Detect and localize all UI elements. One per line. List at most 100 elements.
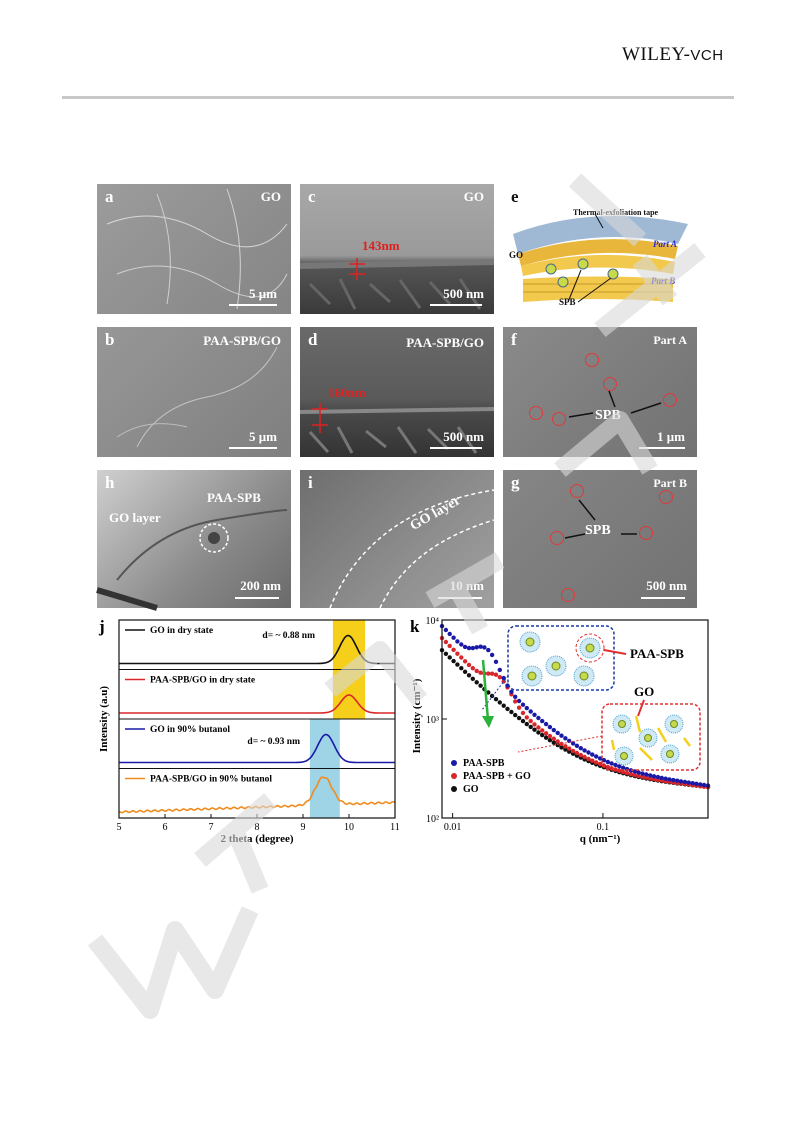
data-point [609, 761, 614, 766]
data-point [570, 741, 576, 746]
data-point [543, 731, 549, 736]
lattice-texture [329, 489, 495, 609]
x-axis-label: q (nm⁻¹) [580, 833, 621, 845]
paa-spb-label: PAA-SPB [207, 490, 261, 505]
legend-swatch [451, 760, 457, 766]
panel-g-sem: g Part B SPB 500 nm [503, 470, 697, 608]
data-point [582, 748, 587, 753]
data-point [470, 676, 475, 681]
legend-label: PAA-SPB [463, 758, 505, 769]
scale-label: 500 nm [443, 286, 484, 301]
data-point [590, 752, 595, 757]
series-line [119, 733, 395, 764]
data-point [590, 758, 595, 763]
data-point [574, 750, 580, 756]
data-point [678, 779, 684, 784]
data-point [447, 643, 452, 649]
panel-e-schematic: e Thermal-exfoliation tape Part A Part B… [503, 184, 697, 314]
data-point [493, 672, 499, 677]
spb-marker [663, 393, 677, 407]
data-point [532, 722, 537, 727]
data-point [540, 728, 545, 733]
data-point [524, 721, 529, 727]
data-point [563, 736, 568, 741]
data-point [528, 718, 533, 724]
spb-marker [570, 484, 584, 498]
data-point [497, 675, 502, 680]
data-point [567, 749, 572, 754]
data-point [528, 724, 533, 730]
panel-letter: b [105, 330, 115, 349]
panel-title: PAA-SPB/GO [406, 335, 484, 350]
data-point [505, 706, 510, 712]
scale-label: 500 nm [443, 429, 484, 444]
data-point [543, 721, 549, 727]
data-point [513, 694, 518, 699]
data-point [551, 727, 556, 733]
data-point [586, 750, 591, 755]
x-tick-label: 0.1 [597, 822, 610, 833]
go-sheet [656, 727, 668, 743]
data-point [532, 712, 537, 717]
panel-letter: a [105, 187, 114, 206]
panel-f-sem: f Part A SPB 1 μm [503, 327, 697, 457]
x-tick-label: 10 [344, 822, 354, 833]
data-point [694, 781, 699, 786]
panel-letter: j [98, 617, 105, 636]
spb-particle-core [525, 637, 535, 647]
data-point [640, 774, 645, 779]
go-sheet [634, 715, 642, 733]
data-point [563, 744, 568, 749]
panel-letter: f [511, 330, 517, 349]
data-point [682, 779, 688, 785]
data-point [644, 772, 649, 777]
logo-suffix-text: VCH [690, 47, 724, 64]
data-point [567, 746, 572, 751]
data-point [621, 765, 626, 770]
spb-marker [550, 531, 564, 545]
spb-marker [585, 353, 599, 367]
data-point [636, 773, 641, 779]
x-tick-label: 6 [163, 822, 168, 833]
x-tick-label: 0.01 [444, 822, 462, 833]
legend-label: GO in dry state [150, 626, 213, 636]
data-point [489, 652, 495, 658]
data-point [655, 774, 661, 780]
data-point [516, 715, 522, 721]
spb-particle-core [527, 671, 537, 681]
go-label: GO [509, 250, 524, 260]
y-axis-label: Intensity (a.u) [98, 686, 110, 752]
data-point [451, 635, 456, 640]
panel-d-sem: d PAA-SPB/GO 160nm 500 nm [299, 327, 495, 457]
data-point [570, 748, 576, 754]
data-point [501, 675, 506, 681]
scale-label: 500 nm [646, 578, 687, 593]
data-point [624, 770, 630, 776]
go-sheet [610, 739, 616, 751]
data-point [574, 743, 580, 748]
spb-particle-core [670, 720, 678, 728]
legend-swatch [451, 773, 457, 779]
data-point [686, 780, 691, 785]
data-point [632, 772, 637, 778]
panel-letter: d [308, 330, 318, 349]
data-point [509, 689, 514, 694]
data-point [543, 735, 549, 740]
data-point [601, 758, 607, 763]
data-point [559, 733, 564, 738]
scale-bar [639, 447, 685, 449]
data-point [547, 733, 553, 739]
data-point [547, 738, 553, 743]
cross-section-texture [299, 407, 495, 454]
data-point [489, 693, 495, 699]
data-point [701, 782, 707, 788]
data-point [451, 647, 456, 652]
data-point [613, 762, 618, 768]
data-point [536, 725, 541, 730]
data-point [470, 645, 475, 651]
data-point [597, 761, 603, 767]
data-point [497, 667, 502, 673]
data-point [597, 756, 603, 761]
data-point [459, 655, 464, 660]
